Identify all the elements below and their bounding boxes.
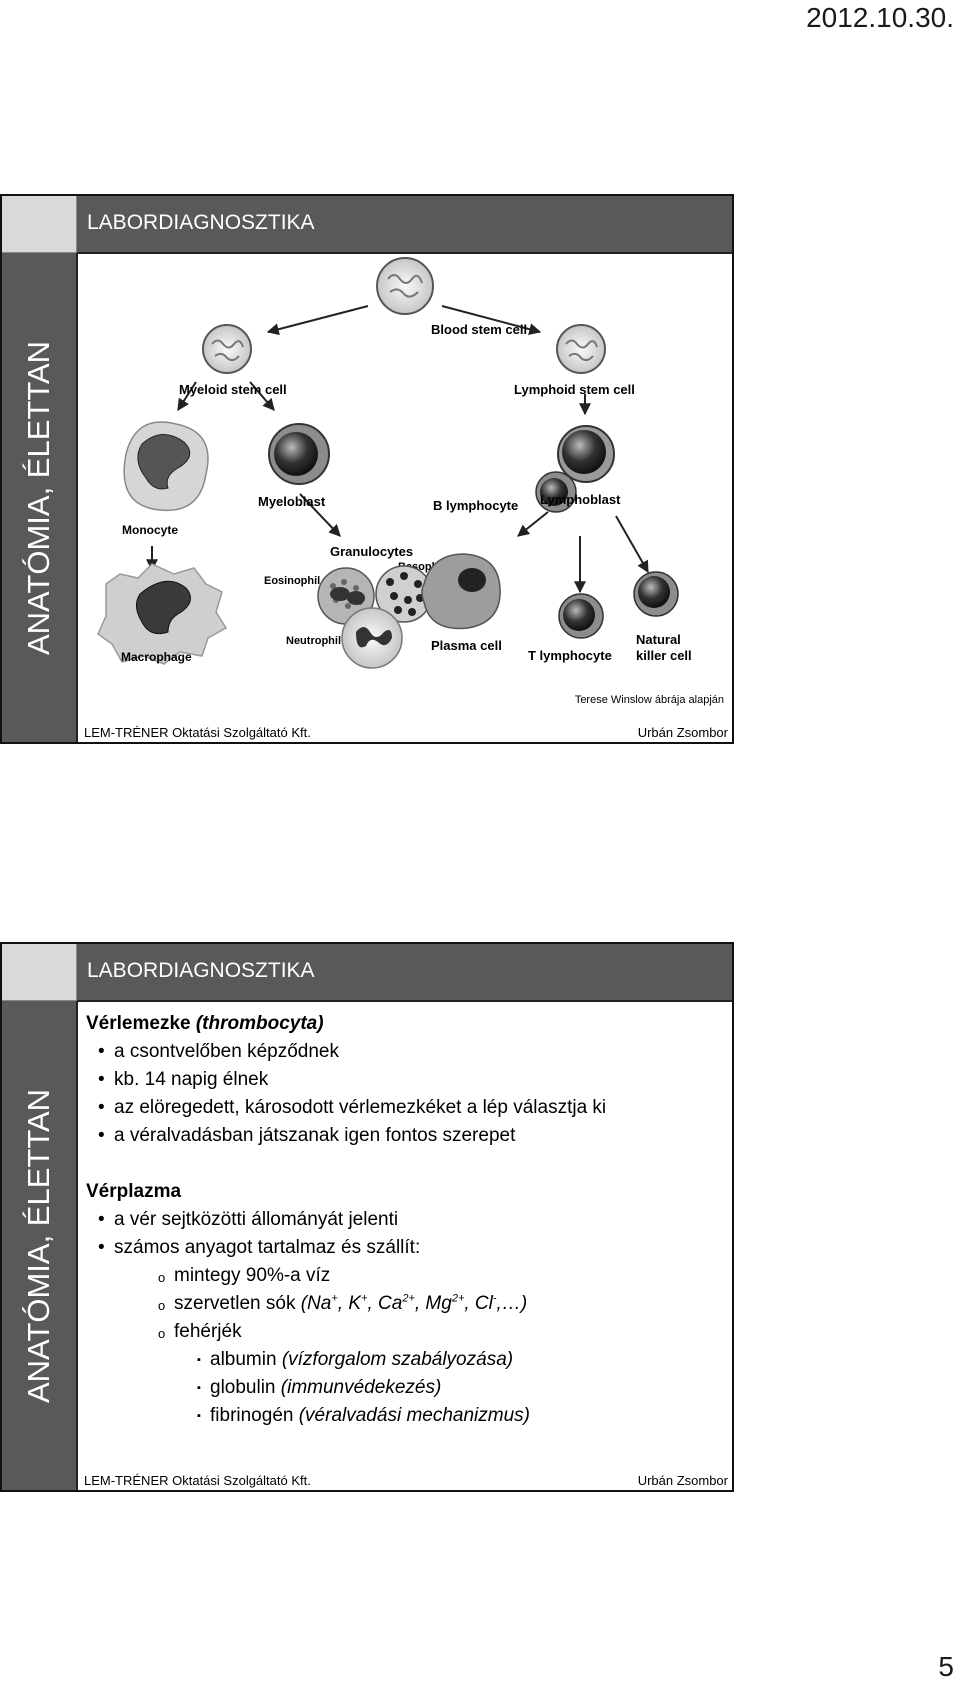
sub-item-water: mintegy 90%-a víz <box>86 1262 726 1292</box>
label-myeloid-stem-cell: Myeloid stem cell <box>179 382 287 397</box>
bullet-item: számos anyagot tartalmaz és szállít: <box>86 1234 726 1262</box>
basophil-shape <box>375 565 433 623</box>
label-granulocytes: Granulocytes <box>330 544 413 559</box>
slide-corner <box>2 944 77 1001</box>
bullet-item: az elöregedett, károsodott vérlemezkéket… <box>86 1094 726 1122</box>
bullet-item: a véralvadásban játszanak igen fontos sz… <box>86 1122 726 1150</box>
slide-content: Vérlemezke (thrombocyta) a csontvelőben … <box>86 1010 726 1430</box>
lymphoblast-shape <box>557 425 615 483</box>
footer-company: LEM-TRÉNER Oktatási Szolgáltató Kft. <box>84 725 311 740</box>
lymphoid-stem-cell-shape <box>556 324 606 374</box>
blood-cell-lineage-diagram: Blood stem cell Myeloid stem cell Lympho… <box>97 257 692 669</box>
label-b-lymphocyte: B lymphocyte <box>433 498 518 513</box>
label-plasma-cell: Plasma cell <box>431 638 502 653</box>
blood-stem-cell-shape <box>376 257 434 315</box>
heading-latin: (thrombocyta) <box>195 1013 324 1034</box>
bullet-item: a csontvelőben képződnek <box>86 1038 726 1066</box>
sidebar-label: ANATÓMIA, ÉLETTAN <box>21 340 56 655</box>
slide-corner <box>2 196 77 253</box>
label-lymphoblast: Lymphoblast <box>540 492 621 507</box>
myeloid-stem-cell-shape <box>202 324 252 374</box>
slide-title-bar: LABORDIAGNOSZTIKA <box>77 196 732 254</box>
label-killer-cell: killer cell <box>636 648 692 663</box>
sub-item-proteins: fehérjék <box>86 1318 726 1348</box>
footer-company: LEM-TRÉNER Oktatási Szolgáltató Kft. <box>84 1473 311 1488</box>
neutrophil-shape <box>341 607 403 669</box>
protein-item: fibrinogén (véralvadási mechanizmus) <box>86 1402 726 1430</box>
footer-author: Urbán Zsombor <box>637 725 728 740</box>
footer-author: Urbán Zsombor <box>637 1473 728 1488</box>
bullet-item: a vér sejtközötti állományát jelenti <box>86 1206 726 1234</box>
slide-sidebar: ANATÓMIA, ÉLETTAN <box>2 1001 78 1490</box>
label-lymphoid-stem-cell: Lymphoid stem cell <box>514 382 635 397</box>
bullet-item: kb. 14 napig élnek <box>86 1066 726 1094</box>
monocyte-shape <box>123 421 209 512</box>
natural-killer-cell-shape <box>633 571 679 617</box>
label-myeloblast: Myeloblast <box>258 494 326 509</box>
slide-sidebar: ANATÓMIA, ÉLETTAN <box>2 253 78 742</box>
slide-title: LABORDIAGNOSZTIKA <box>87 211 315 234</box>
label-blood-stem-cell: Blood stem cell <box>431 322 527 337</box>
slide-title-bar: LABORDIAGNOSZTIKA <box>77 944 732 1002</box>
protein-item: albumin (vízforgalom szabályozása) <box>86 1346 726 1374</box>
slide-1: LABORDIAGNOSZTIKA ANATÓMIA, ÉLETTAN <box>0 194 734 744</box>
label-natural: Natural <box>636 632 681 647</box>
image-credit: Terese Winslow ábrája alapján <box>574 694 724 706</box>
b-lymphocyte-shape <box>535 471 577 513</box>
page-number: 5 <box>938 1651 954 1682</box>
section-heading-plasma: Vérplazma <box>86 1181 182 1202</box>
plasma-cell-shape <box>421 553 501 630</box>
sub-item-salts: szervetlen sók (Na+, K+, Ca2+, Mg2+, Cl-… <box>86 1290 726 1320</box>
macrophage-shape <box>97 563 228 665</box>
t-lymphocyte-shape <box>558 593 604 639</box>
protein-item: globulin (immunvédekezés) <box>86 1374 726 1402</box>
label-monocyte: Monocyte <box>122 523 178 537</box>
slide-2: LABORDIAGNOSZTIKA ANATÓMIA, ÉLETTAN Vérl… <box>0 942 734 1492</box>
sidebar-label: ANATÓMIA, ÉLETTAN <box>21 1088 56 1403</box>
label-macrophage: Macrophage <box>121 650 192 664</box>
myeloblast-shape <box>268 423 330 485</box>
label-t-lymphocyte: T lymphocyte <box>528 648 612 663</box>
heading-text: Vérlemezke <box>86 1013 191 1034</box>
section-heading-platelets: Vérlemezke (thrombocyta) <box>86 1010 726 1038</box>
page-date: 2012.10.30. <box>806 2 954 33</box>
label-eosinophil: Eosinophil <box>264 575 320 587</box>
label-neutrophil: Neutrophil <box>286 635 341 647</box>
slide-title: LABORDIAGNOSZTIKA <box>87 959 315 982</box>
